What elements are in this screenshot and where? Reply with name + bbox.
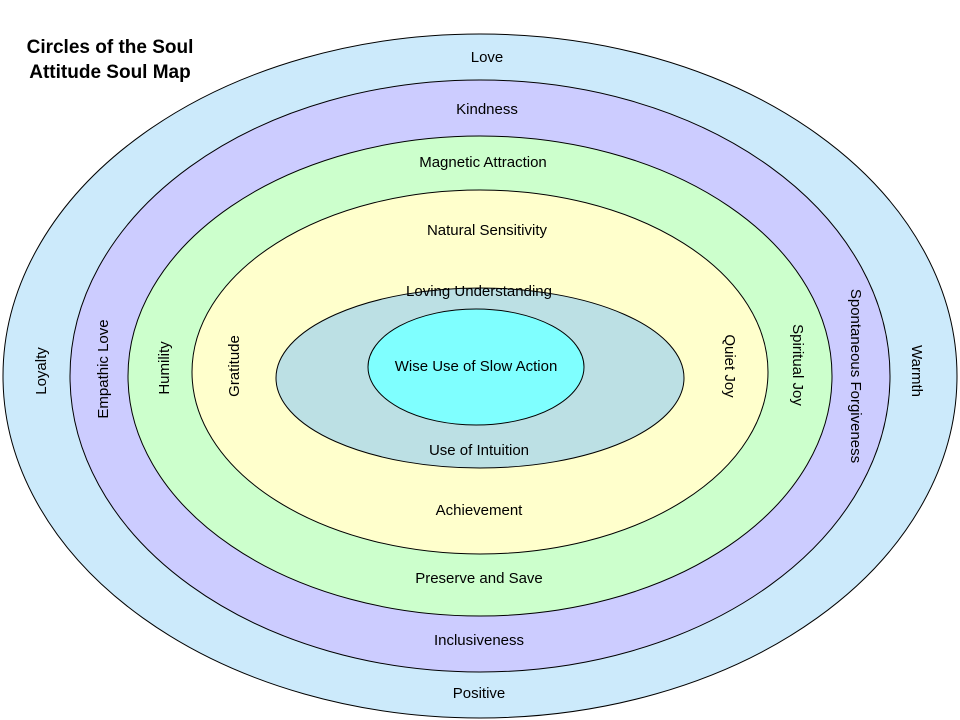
ring-1-bottom-label: Positive (453, 685, 506, 702)
ring-1-left-label: Loyalty (33, 347, 50, 395)
ring-2-right-label: Spontaneous Forgiveness (847, 289, 864, 463)
title-line-1: Circles of the Soul (27, 37, 194, 58)
ring-4-bottom-label: Achievement (436, 502, 524, 519)
ring-3-right-label: Spiritual Joy (789, 324, 806, 406)
ring-4-left-label: Gratitude (226, 335, 243, 397)
ring-4-right-label: Quiet Joy (721, 334, 738, 398)
ring-3-left-label: Humility (156, 341, 173, 395)
ring-3-bottom-label: Preserve and Save (415, 570, 543, 587)
title-line-2: Attitude Soul Map (29, 62, 190, 83)
core-label: Wise Use of Slow Action (395, 358, 558, 375)
ring-2-left-label: Empathic Love (95, 319, 112, 418)
ring-3-top-label: Magnetic Attraction (419, 154, 547, 171)
ring-2-top-label: Kindness (456, 101, 518, 118)
ring-1-top-label: Love (471, 49, 504, 66)
ring-5-top-label: Loving Understanding (406, 283, 552, 300)
ring-2-bottom-label: Inclusiveness (434, 632, 524, 649)
core-ellipse (367, 308, 585, 426)
ring-4-top-label: Natural Sensitivity (427, 222, 548, 239)
ring-5-bottom-label: Use of Intuition (429, 442, 529, 459)
ring-1-right-label: Warmth (908, 345, 925, 397)
